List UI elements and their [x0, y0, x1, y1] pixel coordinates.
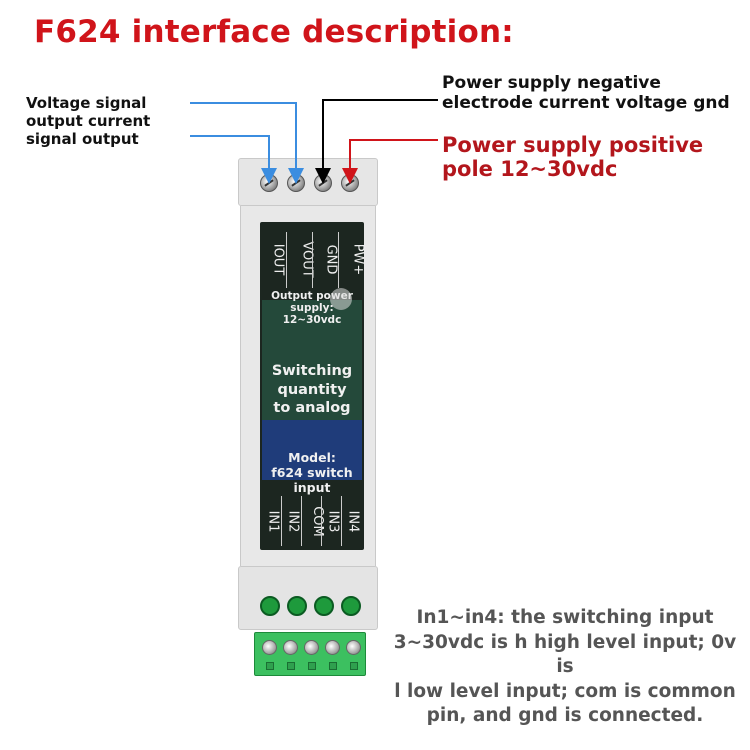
input-description-note: In1~in4: the switching input 3~30vdc is … [384, 606, 746, 729]
iout-wire [190, 135, 277, 184]
terminal-screw[interactable] [262, 640, 277, 655]
note-line: l low level input; com is common [394, 680, 736, 702]
divider [301, 496, 302, 546]
page-title: F624 interface description: [34, 14, 514, 50]
terminal-pin [266, 662, 274, 670]
positive-label-line: pole 12~30vdc [442, 157, 618, 181]
pcb-blue-area [262, 420, 362, 480]
divider [338, 232, 339, 288]
signal-label-line: output current [26, 112, 151, 130]
signal-label-line: Voltage signal [26, 94, 147, 112]
in1-socket[interactable] [260, 596, 280, 616]
terminal-screw[interactable] [325, 640, 340, 655]
divider [286, 232, 287, 288]
function-text: Switching quantity to analog [271, 363, 353, 416]
divider [312, 232, 313, 288]
signal-label-line: signal output [26, 130, 139, 148]
terminal-pin [329, 662, 337, 670]
terminal-screw[interactable] [346, 640, 361, 655]
note-line: pin, and gnd is connected. [426, 705, 704, 726]
divider [281, 496, 282, 546]
terminal-pin [308, 662, 316, 670]
vout-wire [190, 102, 304, 184]
positive-label-line: Power supply positive [442, 133, 704, 157]
device-bottom-housing [238, 566, 378, 630]
positive-supply-label: Power supply positive pole 12~30vdc [442, 133, 703, 181]
positive-wire [342, 139, 438, 184]
terminal-pin [350, 662, 358, 670]
in4-socket[interactable] [341, 596, 361, 616]
terminal-screw[interactable] [283, 640, 298, 655]
divider [341, 496, 342, 546]
indicator-led [330, 288, 352, 310]
in2-socket[interactable] [287, 596, 307, 616]
pcb-green-area [262, 300, 362, 420]
gnd-wire [315, 99, 438, 184]
divider [321, 496, 322, 546]
negative-label-line: Power supply negative [442, 73, 661, 93]
terminal-pin [287, 662, 295, 670]
note-line: 3~30vdc is h high level input; 0v is [393, 631, 737, 678]
model-text: Model: f624 switch input [271, 450, 353, 495]
signal-output-label: Voltage signal output current signal out… [26, 94, 150, 148]
negative-supply-label: Power supply negative electrode current … [442, 73, 730, 113]
note-line: In1~in4: the switching input [416, 607, 714, 628]
terminal-screw[interactable] [304, 640, 319, 655]
negative-label-line: electrode current voltage gnd [442, 93, 730, 113]
com-socket[interactable] [314, 596, 334, 616]
